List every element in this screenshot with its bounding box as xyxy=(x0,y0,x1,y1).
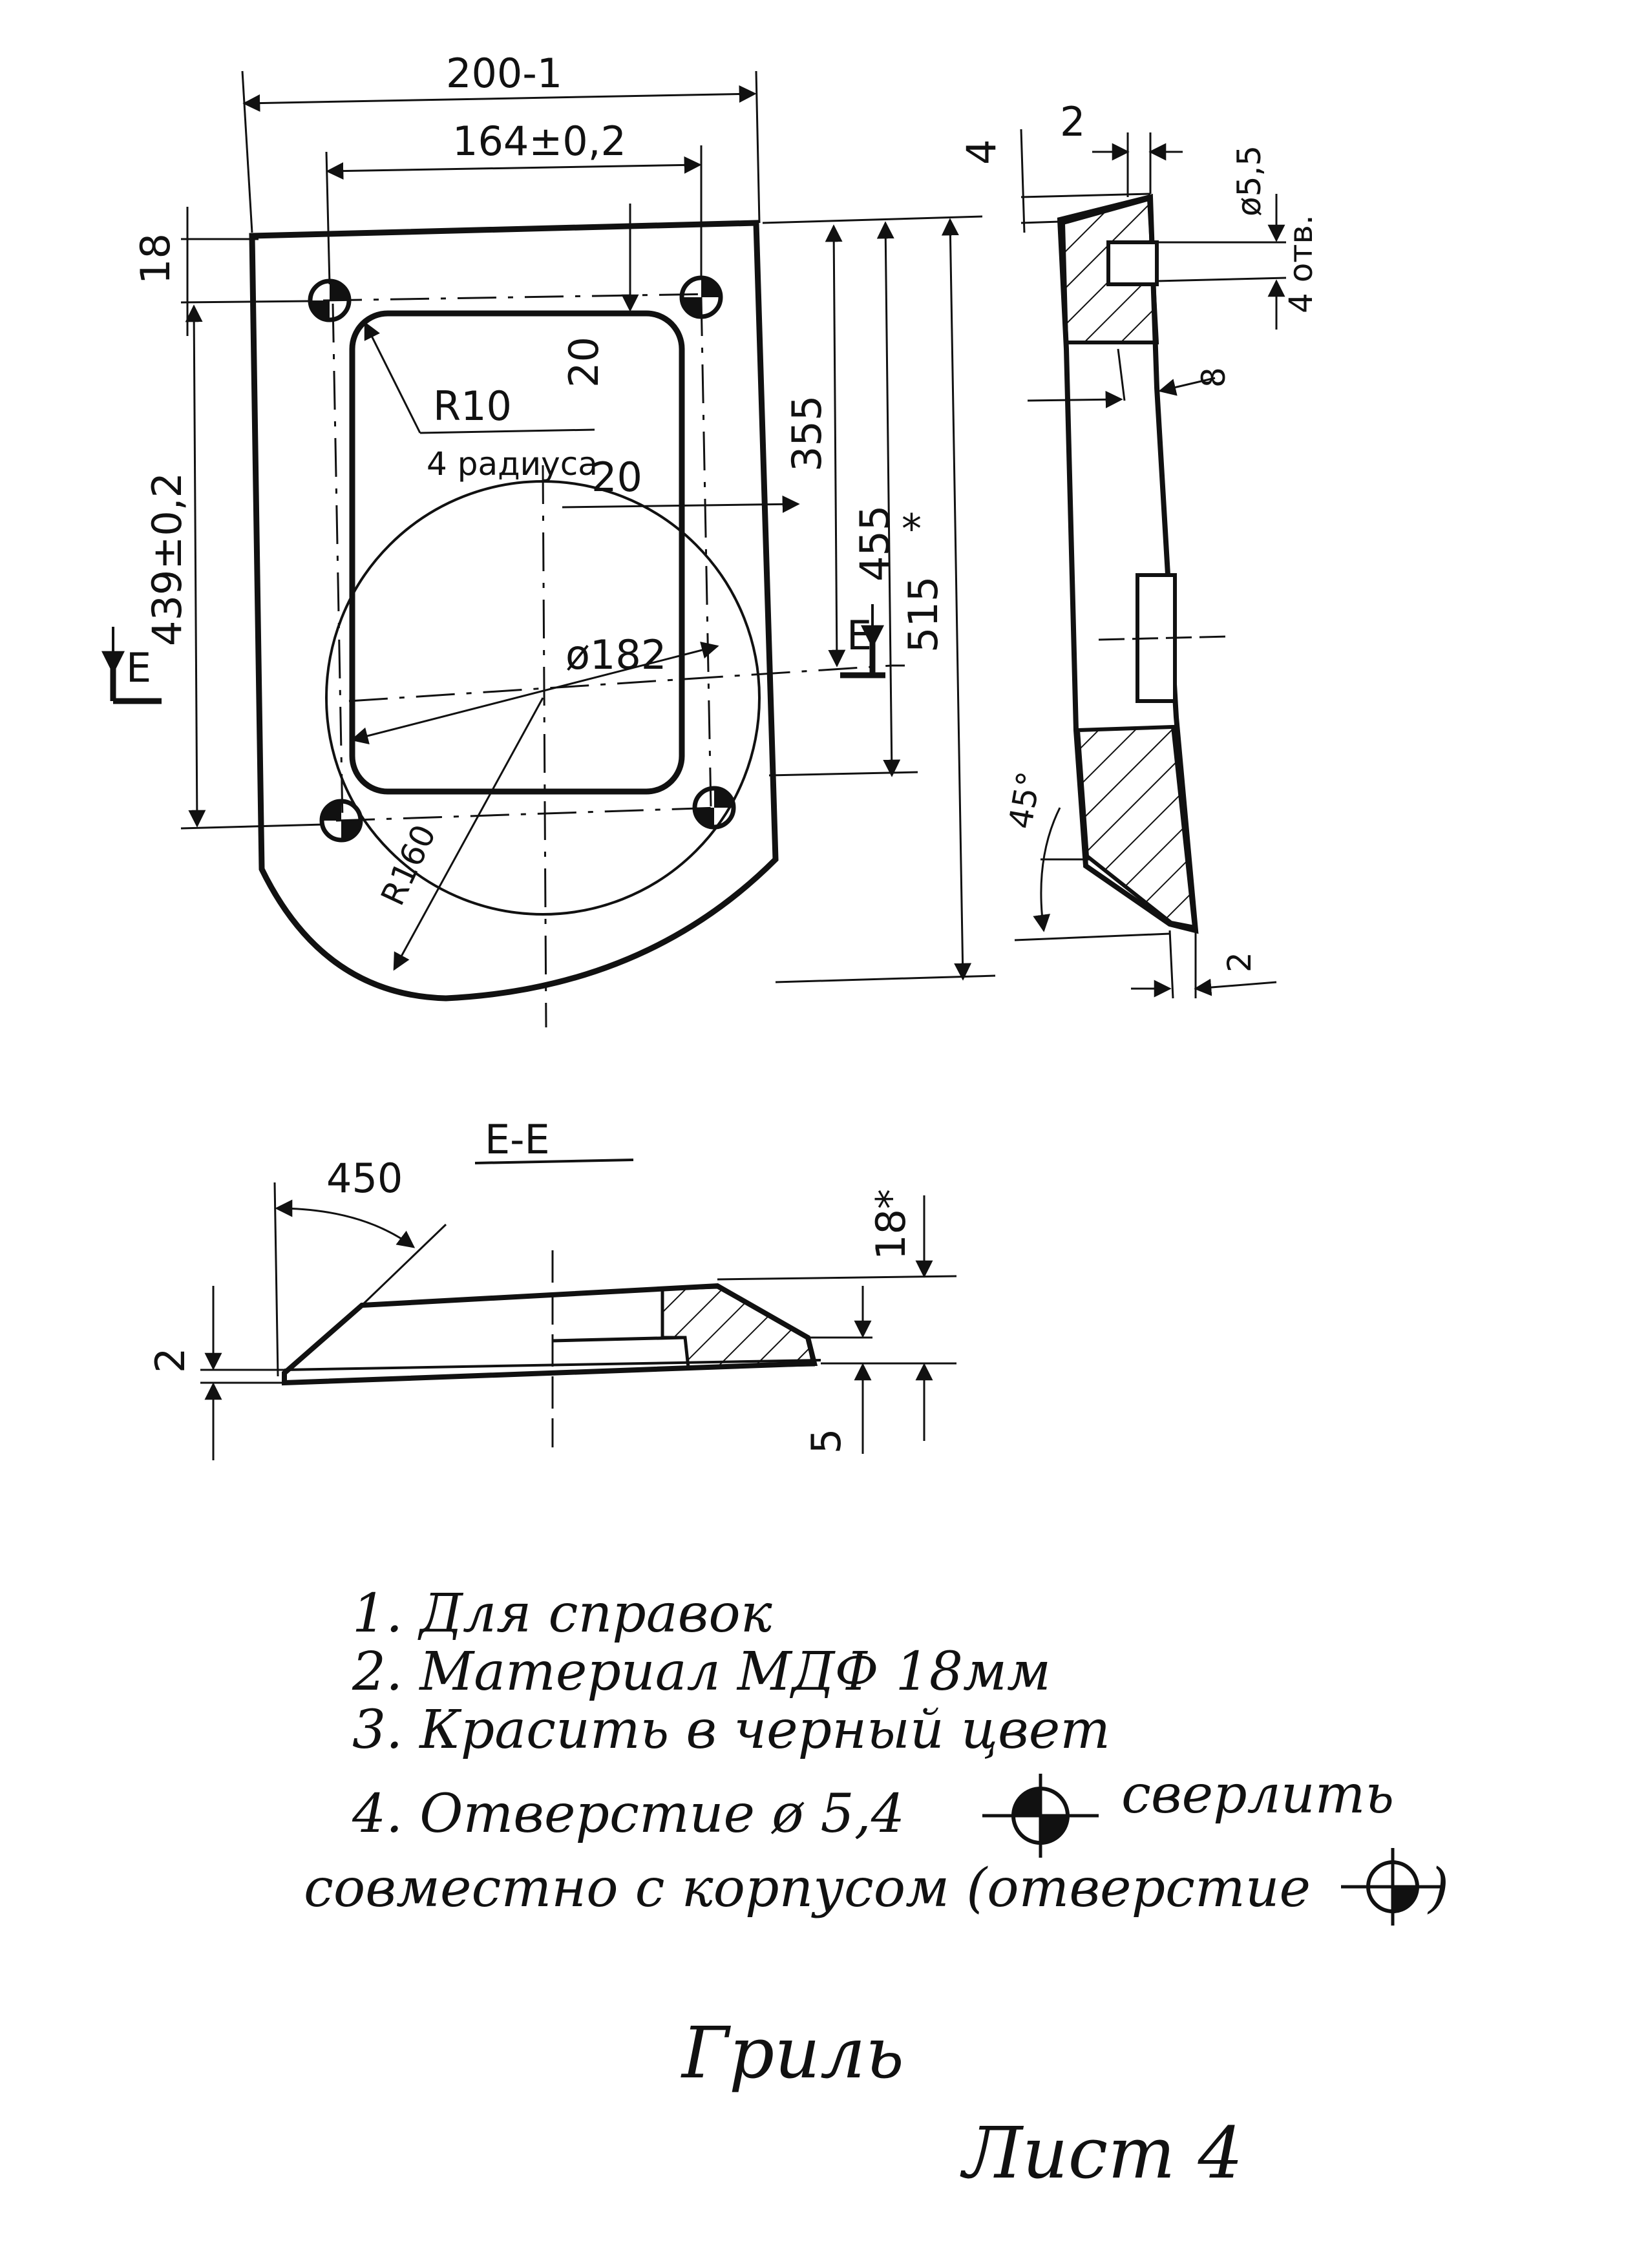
note-2: 2. Материал МДФ 18мм xyxy=(352,1641,1051,1703)
dim-20-top: 20 xyxy=(560,337,607,388)
front-centerline-bottom xyxy=(335,806,718,822)
dim-side-8: 8 xyxy=(1195,367,1232,388)
sheet-number: Лист 4 xyxy=(960,2112,1243,2194)
dim-200: 200-1 xyxy=(446,50,562,97)
section-view: E-E 450 18* 2 5 xyxy=(147,1116,957,1460)
side-hole xyxy=(1106,240,1159,286)
front-hole-top-left xyxy=(308,278,352,322)
side-view: 4 2 ø5,5 4 отв. 8 45° 2 xyxy=(958,98,1320,999)
dim-side-4: 4 xyxy=(958,140,1005,165)
section-mark-e-right: E xyxy=(847,612,872,659)
notes: 1. Для справок 2. Материал МДФ 18мм 3. К… xyxy=(304,1583,1449,1926)
front-window xyxy=(349,310,685,795)
dim-r10: R10 xyxy=(433,383,512,430)
dim-d182: ø182 xyxy=(565,631,666,678)
dim-line-164 xyxy=(326,156,702,180)
dim-line-515 xyxy=(941,218,972,981)
front-view: 200-1 164±0,2 18 439±0,2 E 20 R10 4 ради… xyxy=(101,50,996,1028)
dim-439: 439±0,2 xyxy=(143,472,191,646)
front-centerline-left xyxy=(332,303,344,821)
front-hole-bottom-right xyxy=(692,786,736,830)
note-4a: 4. Отверстие ø 5,4 xyxy=(352,1783,905,1845)
note-3: 3. Красить в черный цвет xyxy=(352,1699,1110,1761)
dim-side-2-top: 2 xyxy=(1060,98,1085,145)
dim-355: 355 xyxy=(783,395,830,472)
dim-line-439 xyxy=(185,304,206,828)
title-block: Гриль Лист 4 xyxy=(681,2011,1243,2194)
dim-side-4-holes: 4 отв. xyxy=(1282,215,1320,313)
dim-section-450: 450 xyxy=(326,1155,403,1202)
front-centerline-top xyxy=(322,293,712,302)
front-centerline-vertical xyxy=(542,465,547,1028)
dim-18: 18 xyxy=(132,233,179,284)
note-4d: ) xyxy=(1427,1858,1449,1919)
section-mark-e-left: E xyxy=(126,644,151,691)
drawing-name: Гриль xyxy=(681,2011,904,2094)
section-title: E-E xyxy=(485,1116,550,1163)
dim-section-18: 18* xyxy=(867,1189,914,1260)
dim-side-d55: ø5,5 xyxy=(1231,145,1268,216)
note-1: 1. Для справок xyxy=(352,1583,772,1644)
front-hole-top-right xyxy=(679,275,723,319)
dim-line-355 xyxy=(825,224,846,667)
dim-line-455 xyxy=(876,221,901,777)
section-hatched xyxy=(660,1285,816,1369)
dim-164: 164±0,2 xyxy=(452,118,626,165)
dim-515: 515 xyxy=(900,576,947,653)
front-hole-bottom-left xyxy=(319,799,363,843)
dim-20-side: 20 xyxy=(591,454,642,501)
dim-side-2-bottom: 2 xyxy=(1221,952,1258,972)
note-4c: совместно с корпусом (отверстие xyxy=(304,1858,1311,1919)
side-section-bottom xyxy=(1075,724,1197,930)
hole-symbol-half-icon xyxy=(1341,1848,1444,1926)
dim-section-2: 2 xyxy=(147,1348,194,1373)
dim-455: 455 xyxy=(851,505,898,582)
dim-side-45: 45° xyxy=(1002,769,1049,832)
dim-r10-note: 4 радиуса xyxy=(427,445,598,483)
dim-455-star: * xyxy=(902,505,922,552)
front-outline xyxy=(249,220,779,1002)
dim-section-5: 5 xyxy=(803,1429,850,1454)
note-4b: сверлить xyxy=(1121,1764,1394,1825)
hole-symbol-filled-icon xyxy=(982,1774,1099,1858)
dim-line-200 xyxy=(242,85,757,112)
